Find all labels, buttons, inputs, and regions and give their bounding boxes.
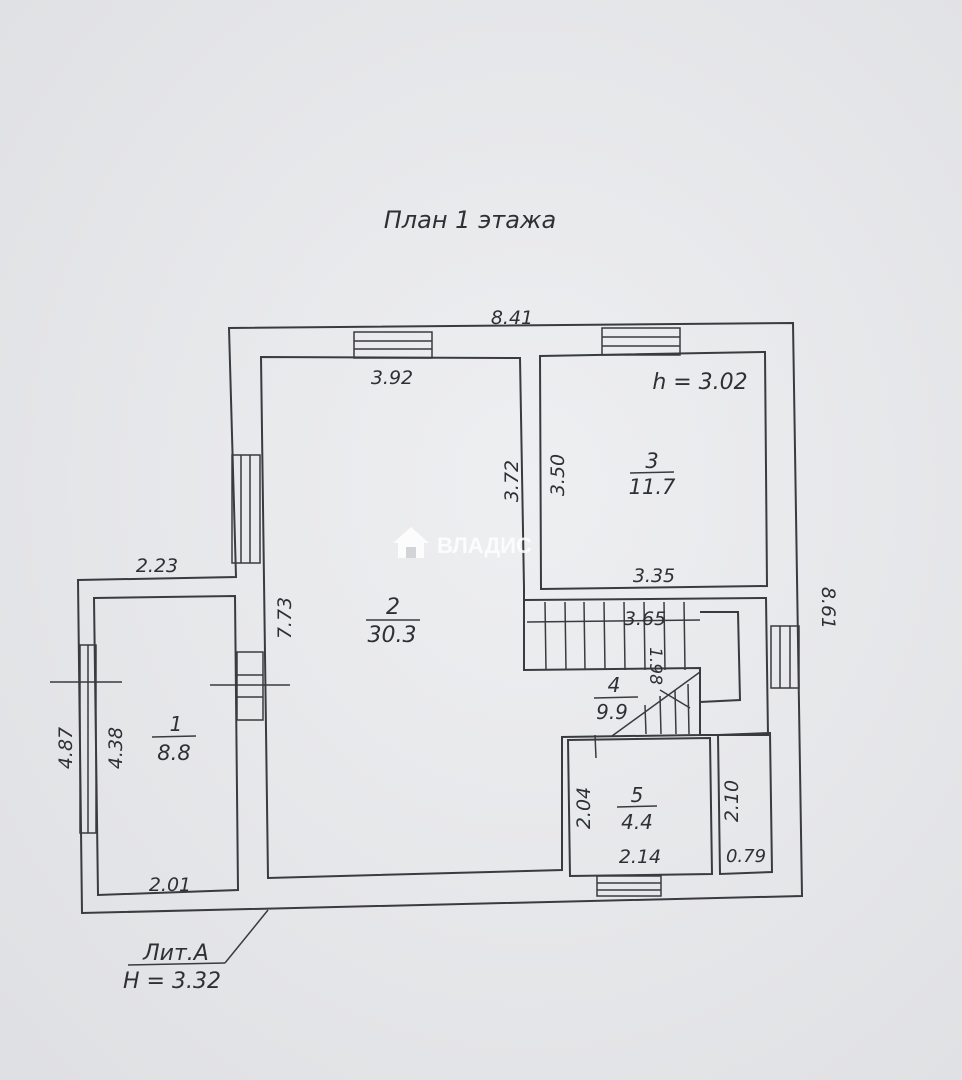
plan-title: План 1 этажа bbox=[384, 206, 557, 234]
room-3-number: 3 bbox=[645, 449, 658, 473]
vertical-dimensions: 3.72 3.50 7.73 8.61 4.87 4.38 1.98 2.04 … bbox=[55, 454, 839, 829]
room-5-number: 5 bbox=[631, 783, 644, 807]
watermark: ВЛАДИС bbox=[393, 527, 532, 558]
room-fraction-bars bbox=[151, 471, 675, 808]
dim-room2-partition: 3.72 bbox=[501, 460, 523, 502]
dim-overall-width: 8.41 bbox=[491, 307, 533, 329]
section-marks bbox=[50, 681, 597, 759]
closet-outline bbox=[716, 731, 774, 876]
house-icon bbox=[393, 527, 429, 558]
room-4-number: 4 bbox=[608, 673, 621, 697]
dim-room3-width: 3.35 bbox=[633, 565, 675, 587]
outer-wall bbox=[76, 321, 804, 915]
room-4-area: 9.9 bbox=[596, 700, 628, 724]
legend-litera: Лит.А bbox=[142, 941, 209, 966]
dim-room2-width: 3.92 bbox=[371, 367, 413, 389]
windows bbox=[79, 327, 800, 897]
legend-leader bbox=[127, 909, 269, 966]
dim-room2-depth: 7.73 bbox=[274, 597, 296, 639]
dim-room1-depth: 4.38 bbox=[105, 727, 127, 769]
watermark-text: ВЛАДИС bbox=[437, 533, 532, 558]
dim-closet-width: 0.79 bbox=[726, 846, 766, 867]
dim-annex-width: 2.23 bbox=[136, 555, 178, 577]
room-1-number: 1 bbox=[170, 712, 183, 736]
room-3-area: 11.7 bbox=[629, 475, 676, 499]
dim-room5-depth: 2.04 bbox=[573, 787, 595, 829]
room-5-outline bbox=[566, 736, 714, 878]
stair-landing bbox=[699, 611, 742, 703]
room-2-number: 2 bbox=[386, 595, 400, 620]
room-1-area: 8.8 bbox=[157, 741, 190, 765]
dim-annex-depth: 4.87 bbox=[55, 727, 77, 769]
dim-overall-depth: 8.61 bbox=[817, 587, 839, 629]
dim-room1-width: 2.01 bbox=[149, 874, 191, 896]
stair-treads bbox=[526, 601, 701, 737]
room-3-outline bbox=[538, 350, 769, 591]
dim-closet-depth: 2.10 bbox=[721, 780, 743, 822]
room-2-area: 30.3 bbox=[368, 623, 417, 648]
room-labels: 1 8.8 2 30.3 3 11.7 4 9.9 5 4.4 bbox=[157, 449, 676, 834]
legend-height: H = 3.32 bbox=[123, 969, 221, 994]
dim-stair-depth: 1.98 bbox=[645, 647, 665, 685]
dim-room5-width: 2.14 bbox=[619, 846, 661, 868]
dim-stair-width: 3.65 bbox=[624, 608, 666, 630]
room-5-area: 4.4 bbox=[621, 810, 653, 834]
dim-room3-depth: 3.50 bbox=[547, 454, 569, 496]
horizontal-dimensions: 8.41 3.92 3.35 3.65 2.23 2.01 2.14 0.79 bbox=[136, 307, 766, 896]
ceiling-height-label: h = 3.02 bbox=[652, 370, 747, 395]
